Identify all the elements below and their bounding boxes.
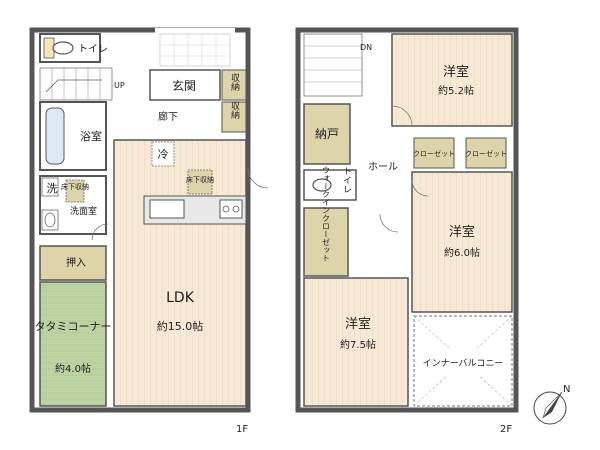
2f-toilet-label: トイレ (341, 167, 352, 194)
underfloor-storage-2-label: 床下収納 (186, 175, 214, 184)
genkan-label: 玄関 (172, 78, 196, 93)
bathtub-icon (45, 107, 65, 165)
oshiire (39, 245, 107, 281)
1f-toilet-label: トイレ (78, 44, 108, 55)
oshiire-label: 押入 (66, 256, 86, 269)
western-room-a (391, 33, 513, 127)
storage-b-label: 収納 (229, 100, 240, 120)
western-room-c (303, 277, 409, 407)
2f-door-swing (391, 105, 413, 127)
ldk-name: LDK (166, 290, 195, 306)
hall-label: ホール (368, 161, 398, 173)
western-room-c-size: 約7.5帖 (340, 338, 376, 351)
fridge-label: 冷 (158, 148, 169, 161)
2f-dn-label: DN (360, 43, 372, 52)
fridge-icon (151, 141, 175, 167)
western-room-b-name: 洋室 (449, 224, 475, 240)
western-room-a-size: 約5.2帖 (438, 84, 474, 97)
storage-b (221, 101, 247, 133)
stairs-arrow-icon (45, 79, 102, 93)
bath-label: 浴室 (80, 129, 102, 143)
compass: N (533, 384, 570, 425)
closet-a-label: クローゼット (413, 149, 455, 158)
corridor-label: 廊下 (158, 110, 178, 123)
ldk-size: 約15.0帖 (157, 319, 204, 333)
1f-entry-grid (160, 34, 230, 66)
1f-floor-label: 1F (236, 424, 248, 435)
1f-door-swing (247, 167, 269, 189)
closet-a (413, 137, 455, 169)
underfloor-storage-2 (187, 169, 213, 195)
storage-a (221, 69, 247, 101)
nando-label: 納戸 (315, 127, 339, 141)
western-room-b-size: 約6.0帖 (444, 246, 480, 259)
walk-in-closet (303, 207, 349, 277)
tatami-corner (39, 281, 107, 407)
kitchen-sink-icon (149, 199, 185, 219)
washroom-label: 洗面室 (70, 205, 97, 217)
nando (303, 103, 351, 165)
inner-balcony-label: インナーバルコニー (423, 358, 504, 369)
walk-in-closet-label: ウォークインクローゼット (322, 166, 331, 262)
storage-a-label: 収納 (229, 72, 240, 92)
compass-north-label: N (563, 384, 570, 395)
washer-label: 洗 (47, 182, 58, 195)
tatami-name: タタミコーナー (35, 320, 112, 333)
sink-icon (44, 212, 56, 228)
floor-1f: トイレ UP 玄関 収納 収納 廊下 浴室 洗 床下収納 洗面室 押入 (29, 27, 269, 435)
2f-floor-label: 2F (500, 424, 512, 435)
genkan-room (149, 69, 221, 101)
ldk-room (113, 139, 247, 407)
tatami-size: 約4.0帖 (55, 362, 91, 375)
washer-icon (41, 177, 59, 197)
western-room-a-name: 洋室 (443, 64, 469, 80)
western-room-c-name: 洋室 (345, 316, 371, 332)
underfloor-storage-1-label: 床下収納 (61, 182, 89, 191)
floor-2f: DN 洋室 約5.2帖 納戸 クローゼット クローゼット ホール トイレ ウォー… (295, 27, 519, 435)
2f-toilet-icon (312, 178, 332, 192)
western-room-b (411, 171, 513, 313)
stove-icon (219, 199, 243, 219)
closet-b (465, 137, 507, 169)
1f-entry-tile (159, 33, 231, 67)
underfloor-storage-1 (65, 179, 85, 203)
2f-stairs (303, 33, 363, 97)
1f-up-label: UP (114, 81, 125, 90)
closet-b-label: クローゼット (465, 149, 507, 158)
toilet-icon (52, 41, 74, 55)
